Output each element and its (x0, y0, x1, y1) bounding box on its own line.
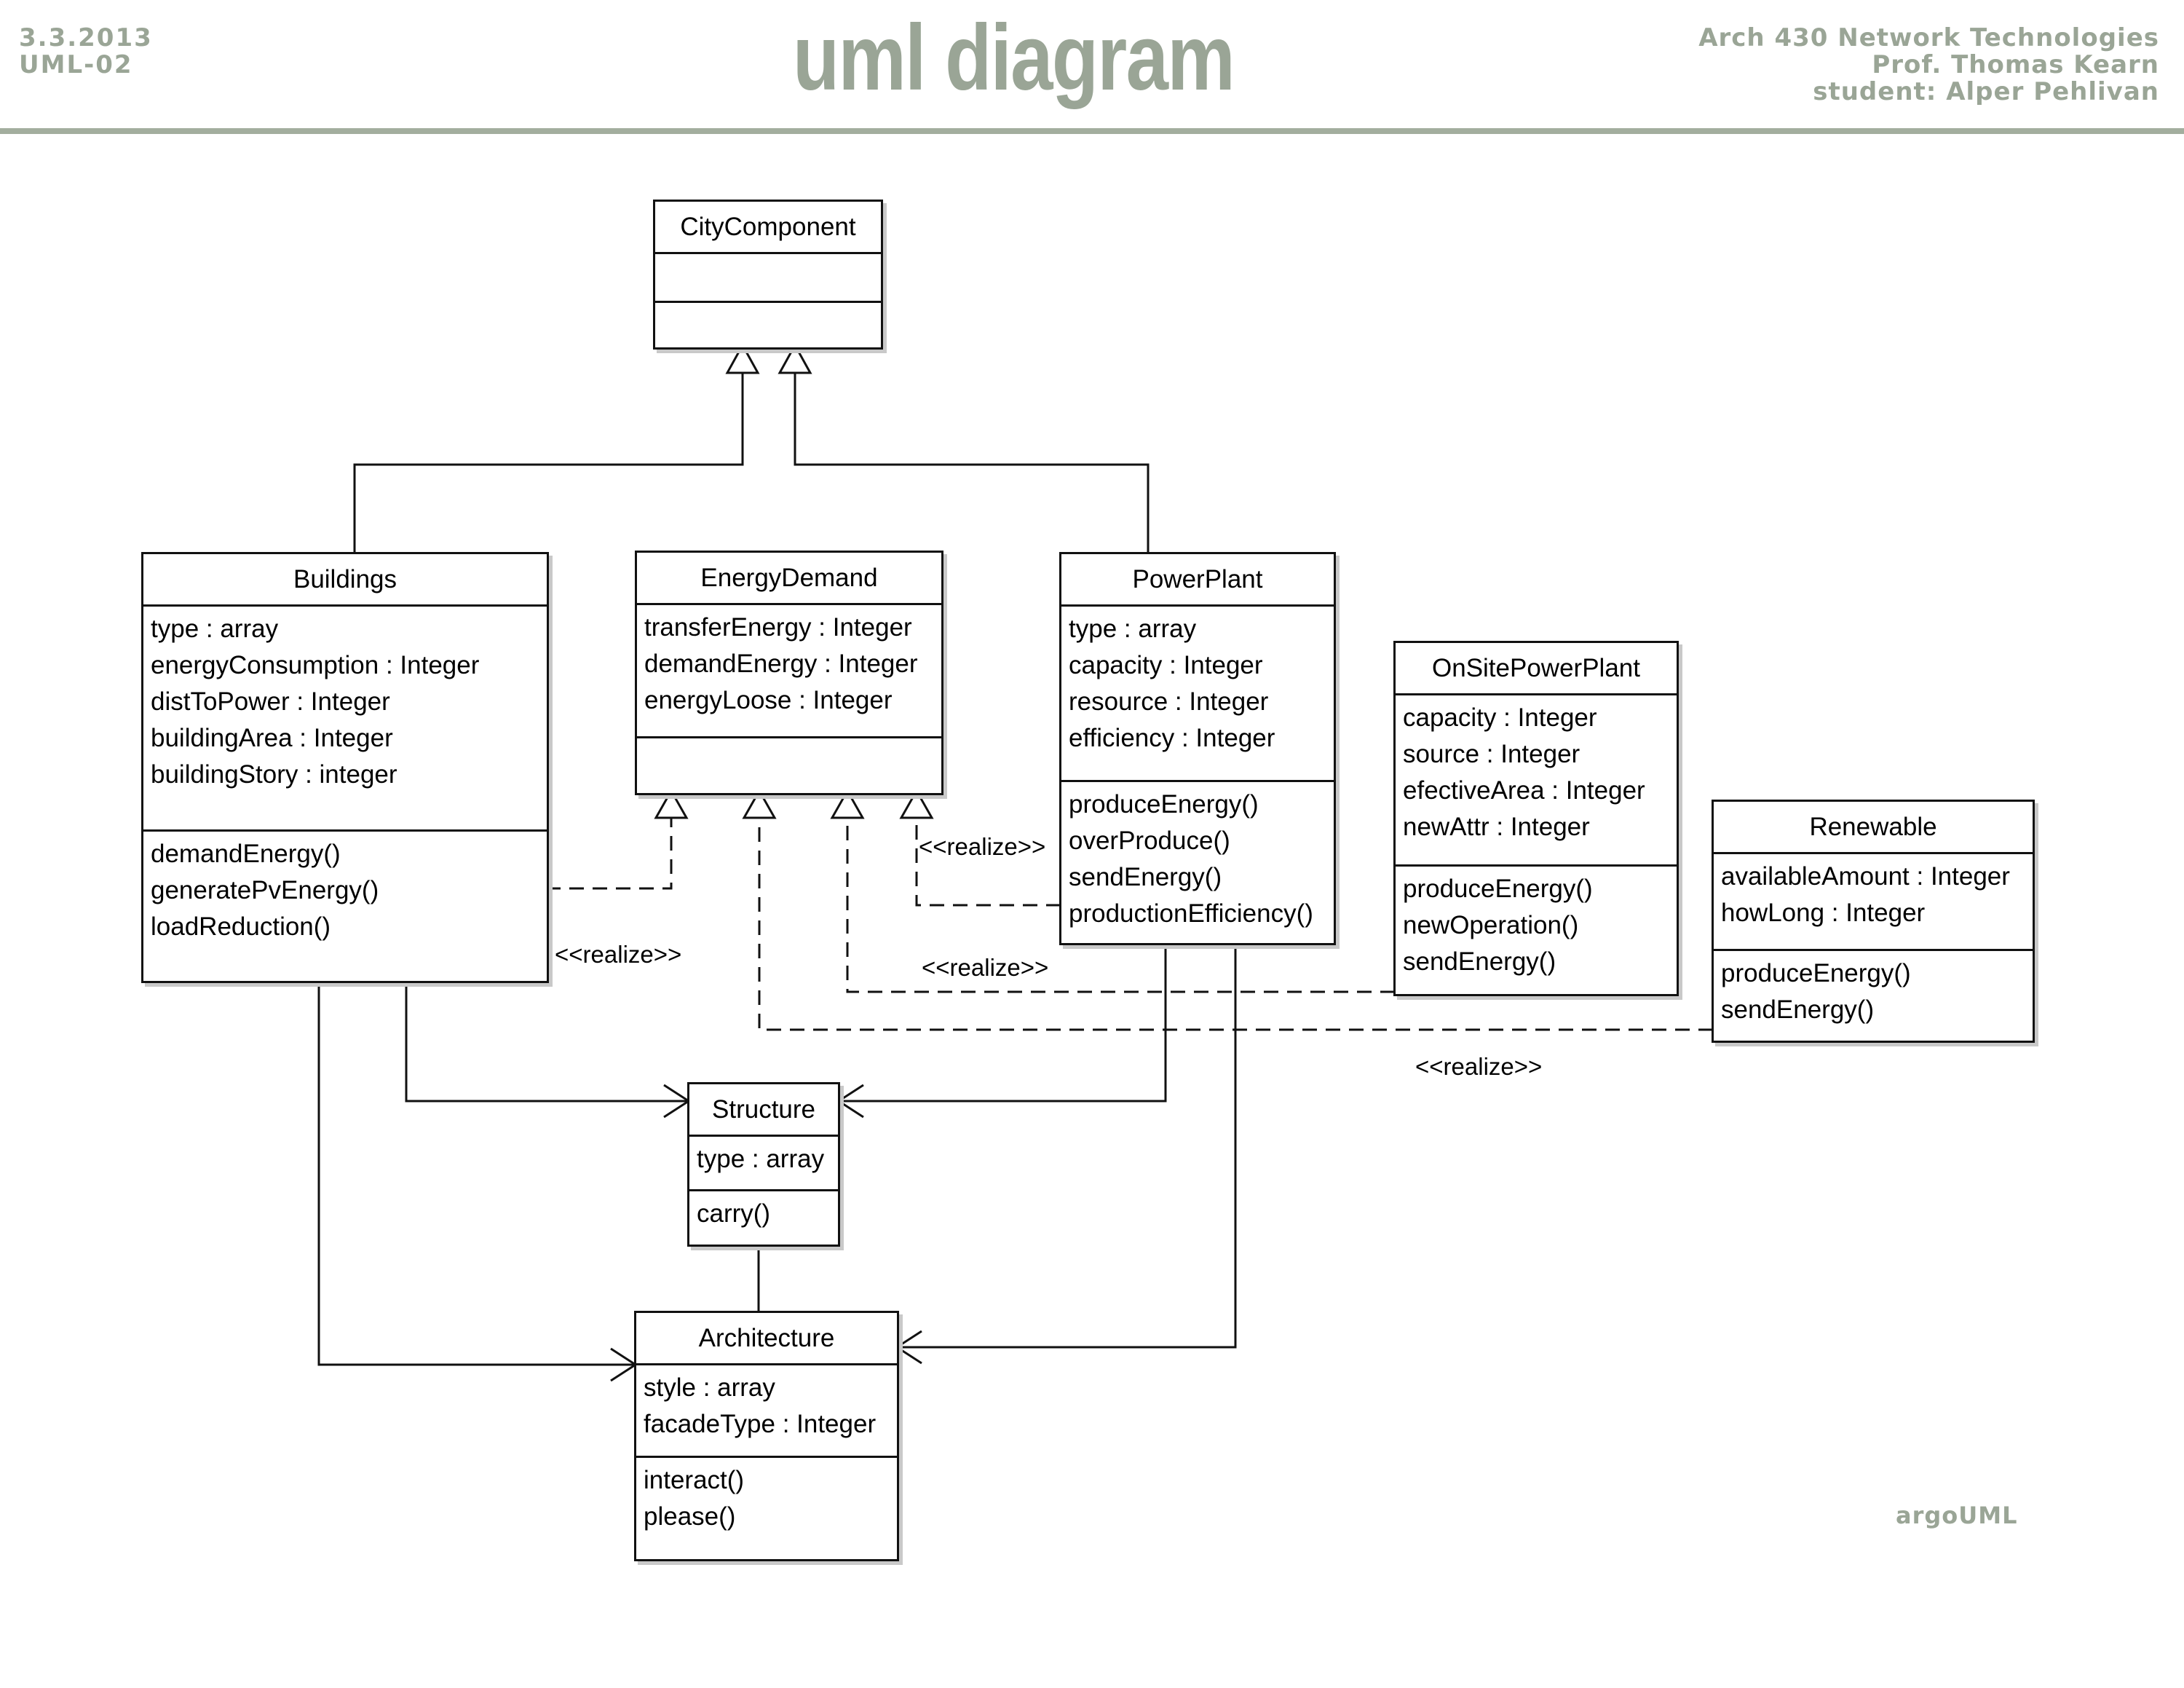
attribute: capacity : Integer (1069, 651, 1263, 679)
header-code: UML-02 (19, 50, 133, 79)
realize-arrowhead-2 (742, 788, 777, 819)
class-name: OnSitePowerPlant (1396, 643, 1677, 695)
class-name: Renewable (1714, 802, 2033, 854)
operation: sendEnergy() (1721, 995, 1875, 1024)
operation: produceEnergy() (1403, 875, 1593, 903)
class-buildings[interactable]: Buildings type : array energyConsumption… (141, 552, 549, 983)
class-renewable[interactable]: Renewable availableAmount : Integer howL… (1712, 800, 2035, 1043)
tool-label: argoUML (1896, 1502, 2018, 1529)
attributes-compartment: capacity : Integer source : Integer efec… (1396, 695, 1677, 864)
operations-compartment (655, 301, 881, 347)
generalization-powerplant (794, 373, 1150, 552)
attribute: capacity : Integer (1403, 703, 1597, 732)
realize-label-onsite: <<realize>> (922, 954, 1049, 981)
attribute: buildingStory : integer (151, 760, 397, 789)
class-energydemand[interactable]: EnergyDemand transferEnergy : Integer de… (635, 551, 943, 795)
assoc-buildings-structure (405, 980, 689, 1103)
operations-compartment: interact() please() (636, 1456, 897, 1535)
attribute: type : array (151, 615, 279, 643)
header-date: 3.3.2013 (19, 23, 153, 52)
assoc-powerplant-architecture (897, 942, 1237, 1349)
class-structure[interactable]: Structure type : array carry() (687, 1082, 840, 1247)
operation: generatePvEnergy() (151, 876, 379, 904)
realize-arrowhead-3 (830, 788, 865, 819)
page-title: uml diagram (792, 6, 1235, 110)
generalization-arrowhead-left (725, 342, 760, 374)
operation: productionEfficiency() (1069, 899, 1313, 928)
operation: newOperation() (1403, 911, 1579, 939)
operation: interact() (644, 1466, 745, 1494)
attribute: type : array (697, 1145, 825, 1173)
attribute: source : Integer (1403, 740, 1580, 768)
operation: sendEnergy() (1403, 947, 1556, 976)
attributes-compartment: style : array facadeType : Integer (636, 1365, 897, 1456)
attribute: facadeType : Integer (644, 1410, 877, 1438)
attribute: newAttr : Integer (1403, 813, 1590, 841)
realize-onsite-line (846, 818, 1395, 993)
attributes-compartment: type : array capacity : Integer resource… (1061, 607, 1334, 780)
class-onsitepowerplant[interactable]: OnSitePowerPlant capacity : Integer sour… (1393, 641, 1679, 996)
attribute: availableAmount : Integer (1721, 862, 2010, 891)
operation: demandEnergy() (151, 840, 341, 868)
operations-compartment (637, 736, 941, 743)
assoc-powerplant-structure (839, 942, 1167, 1103)
assoc-buildings-architecture (317, 980, 636, 1366)
class-name: Structure (689, 1084, 838, 1137)
realize-label-buildings: <<realize>> (555, 941, 682, 968)
attribute: resource : Integer (1069, 687, 1269, 716)
class-name: Architecture (636, 1313, 897, 1365)
operation: sendEnergy() (1069, 863, 1222, 891)
class-name: EnergyDemand (637, 553, 941, 605)
operations-compartment: produceEnergy() newOperation() sendEnerg… (1396, 864, 1677, 980)
attribute: demandEnergy : Integer (644, 650, 918, 678)
operations-compartment: produceEnergy() sendEnergy() (1714, 949, 2033, 1028)
operation: produceEnergy() (1069, 790, 1259, 819)
attribute: howLong : Integer (1721, 899, 1926, 927)
class-name: CityComponent (655, 202, 881, 254)
header-student: student: Alper Pehlivan (1813, 77, 2159, 106)
attributes-compartment: type : array energyConsumption : Integer… (143, 607, 547, 829)
class-name: Buildings (143, 554, 547, 607)
header-left: 3.3.2013 UML-02 (19, 25, 153, 79)
attribute: efectiveArea : Integer (1403, 776, 1645, 805)
attributes-compartment: transferEnergy : Integer demandEnergy : … (637, 605, 941, 736)
operations-compartment: carry() (689, 1189, 838, 1232)
realize-powerplant-line (915, 818, 1061, 907)
class-powerplant[interactable]: PowerPlant type : array capacity : Integ… (1059, 552, 1336, 945)
operation: overProduce() (1069, 827, 1230, 855)
realize-arrowhead-4 (899, 788, 934, 819)
realize-label-powerplant: <<realize>> (919, 833, 1046, 860)
realize-renewable-line (758, 818, 1713, 1031)
attribute: transferEnergy : Integer (644, 613, 912, 642)
attributes-compartment: type : array (689, 1137, 838, 1189)
attribute: style : array (644, 1373, 775, 1402)
attribute: efficiency : Integer (1069, 724, 1275, 752)
attribute: energyLoose : Integer (644, 686, 893, 714)
realize-buildings-line (546, 818, 673, 890)
attribute: distToPower : Integer (151, 687, 390, 716)
realize-label-renewable: <<realize>> (1415, 1053, 1543, 1080)
operation: produceEnergy() (1721, 959, 1911, 987)
operation: carry() (697, 1199, 771, 1228)
attributes-compartment: availableAmount : Integer howLong : Inte… (1714, 854, 2033, 949)
operations-compartment: produceEnergy() overProduce() sendEnergy… (1061, 780, 1334, 932)
attribute: type : array (1069, 615, 1197, 643)
operations-compartment: demandEnergy() generatePvEnergy() loadRe… (143, 829, 547, 945)
header-right: Arch 430 Network Technologies Prof. Thom… (1698, 25, 2159, 106)
header-divider (0, 128, 2184, 134)
operation: please() (644, 1502, 736, 1531)
attribute: buildingArea : Integer (151, 724, 393, 752)
attributes-compartment (655, 254, 881, 301)
class-name: PowerPlant (1061, 554, 1334, 607)
header-professor: Prof. Thomas Kearn (1872, 50, 2159, 79)
attribute: energyConsumption : Integer (151, 651, 480, 679)
class-citycomponent[interactable]: CityComponent (653, 200, 883, 350)
realize-arrowhead-1 (654, 788, 689, 819)
generalization-buildings (353, 373, 744, 552)
generalization-arrowhead-right (778, 342, 812, 374)
class-architecture[interactable]: Architecture style : array facadeType : … (634, 1311, 899, 1561)
header-course: Arch 430 Network Technologies (1698, 23, 2159, 52)
operation: loadReduction() (151, 912, 331, 941)
